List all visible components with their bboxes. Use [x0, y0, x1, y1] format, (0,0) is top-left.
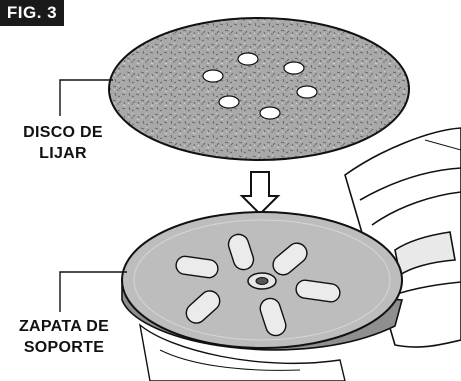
sanding-disc-label: DISCO DE LIJAR — [8, 122, 118, 164]
backing-pad-label: ZAPATA DE SOPORTE — [8, 316, 120, 358]
backing-pad — [121, 211, 404, 381]
pad-leader-line — [59, 271, 127, 312]
pad-slots — [175, 233, 341, 337]
sanding-disc-label-line2: LIJAR — [39, 145, 87, 162]
disc-holes — [202, 52, 318, 120]
backing-pad-label-line2: SOPORTE — [23, 339, 105, 356]
figure-label: FIG. 3 — [0, 0, 64, 26]
down-arrow-icon — [239, 171, 281, 216]
center-hub — [247, 272, 277, 290]
sanding-disc-label-line1: DISCO DE — [23, 124, 103, 141]
disc-leader-line — [59, 79, 113, 116]
sander-body — [344, 127, 461, 348]
backing-pad-label-line1: ZAPATA DE — [18, 318, 110, 335]
sanding-disc — [108, 17, 410, 161]
